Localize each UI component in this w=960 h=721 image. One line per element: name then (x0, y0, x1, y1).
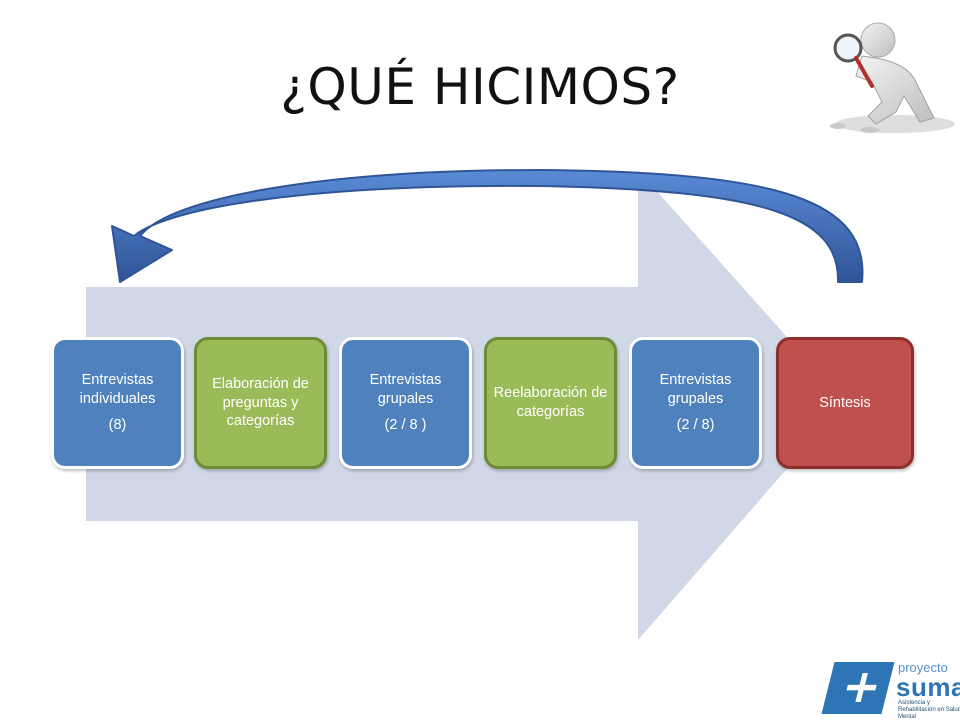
loop-back-arrow (111, 169, 864, 283)
step-label: Reelaboración de categorías (493, 385, 608, 420)
logo-prefix: proyecto (898, 660, 948, 675)
step-entrevistas-grupales-2: Entrevistas grupales (2 / 8) (629, 337, 762, 469)
logo-name: suma (896, 672, 960, 702)
step-reelaboracion-categorias: Reelaboración de categorías (484, 337, 617, 469)
magnifier-figure-icon (830, 22, 955, 133)
step-elaboracion-preguntas: Elaboración de preguntas y categorías (194, 337, 327, 469)
step-label: Síntesis (819, 394, 871, 411)
step-label: Entrevistas individuales (79, 372, 156, 407)
step-count: (2 / 8 ) (384, 417, 427, 434)
proyecto-suma-logo: + proyecto suma Asistencia y Rehabilitac… (821, 659, 960, 720)
step-count: (2 / 8) (676, 417, 715, 434)
step-entrevistas-grupales-1: Entrevistas grupales (2 / 8 ) (339, 337, 472, 469)
logo-tagline: Asistencia y Rehabilitación en Salud Men… (898, 700, 960, 720)
step-label: Entrevistas grupales (369, 372, 442, 407)
step-label: Entrevistas grupales (659, 372, 732, 407)
step-sintesis: Síntesis (776, 337, 914, 469)
slide-title: ¿QUÉ HICIMOS? (280, 58, 680, 116)
step-entrevistas-individuales: Entrevistas individuales (8) (51, 337, 184, 469)
step-label: Elaboración de preguntas y categorías (212, 376, 309, 430)
step-count: (8) (108, 417, 127, 434)
